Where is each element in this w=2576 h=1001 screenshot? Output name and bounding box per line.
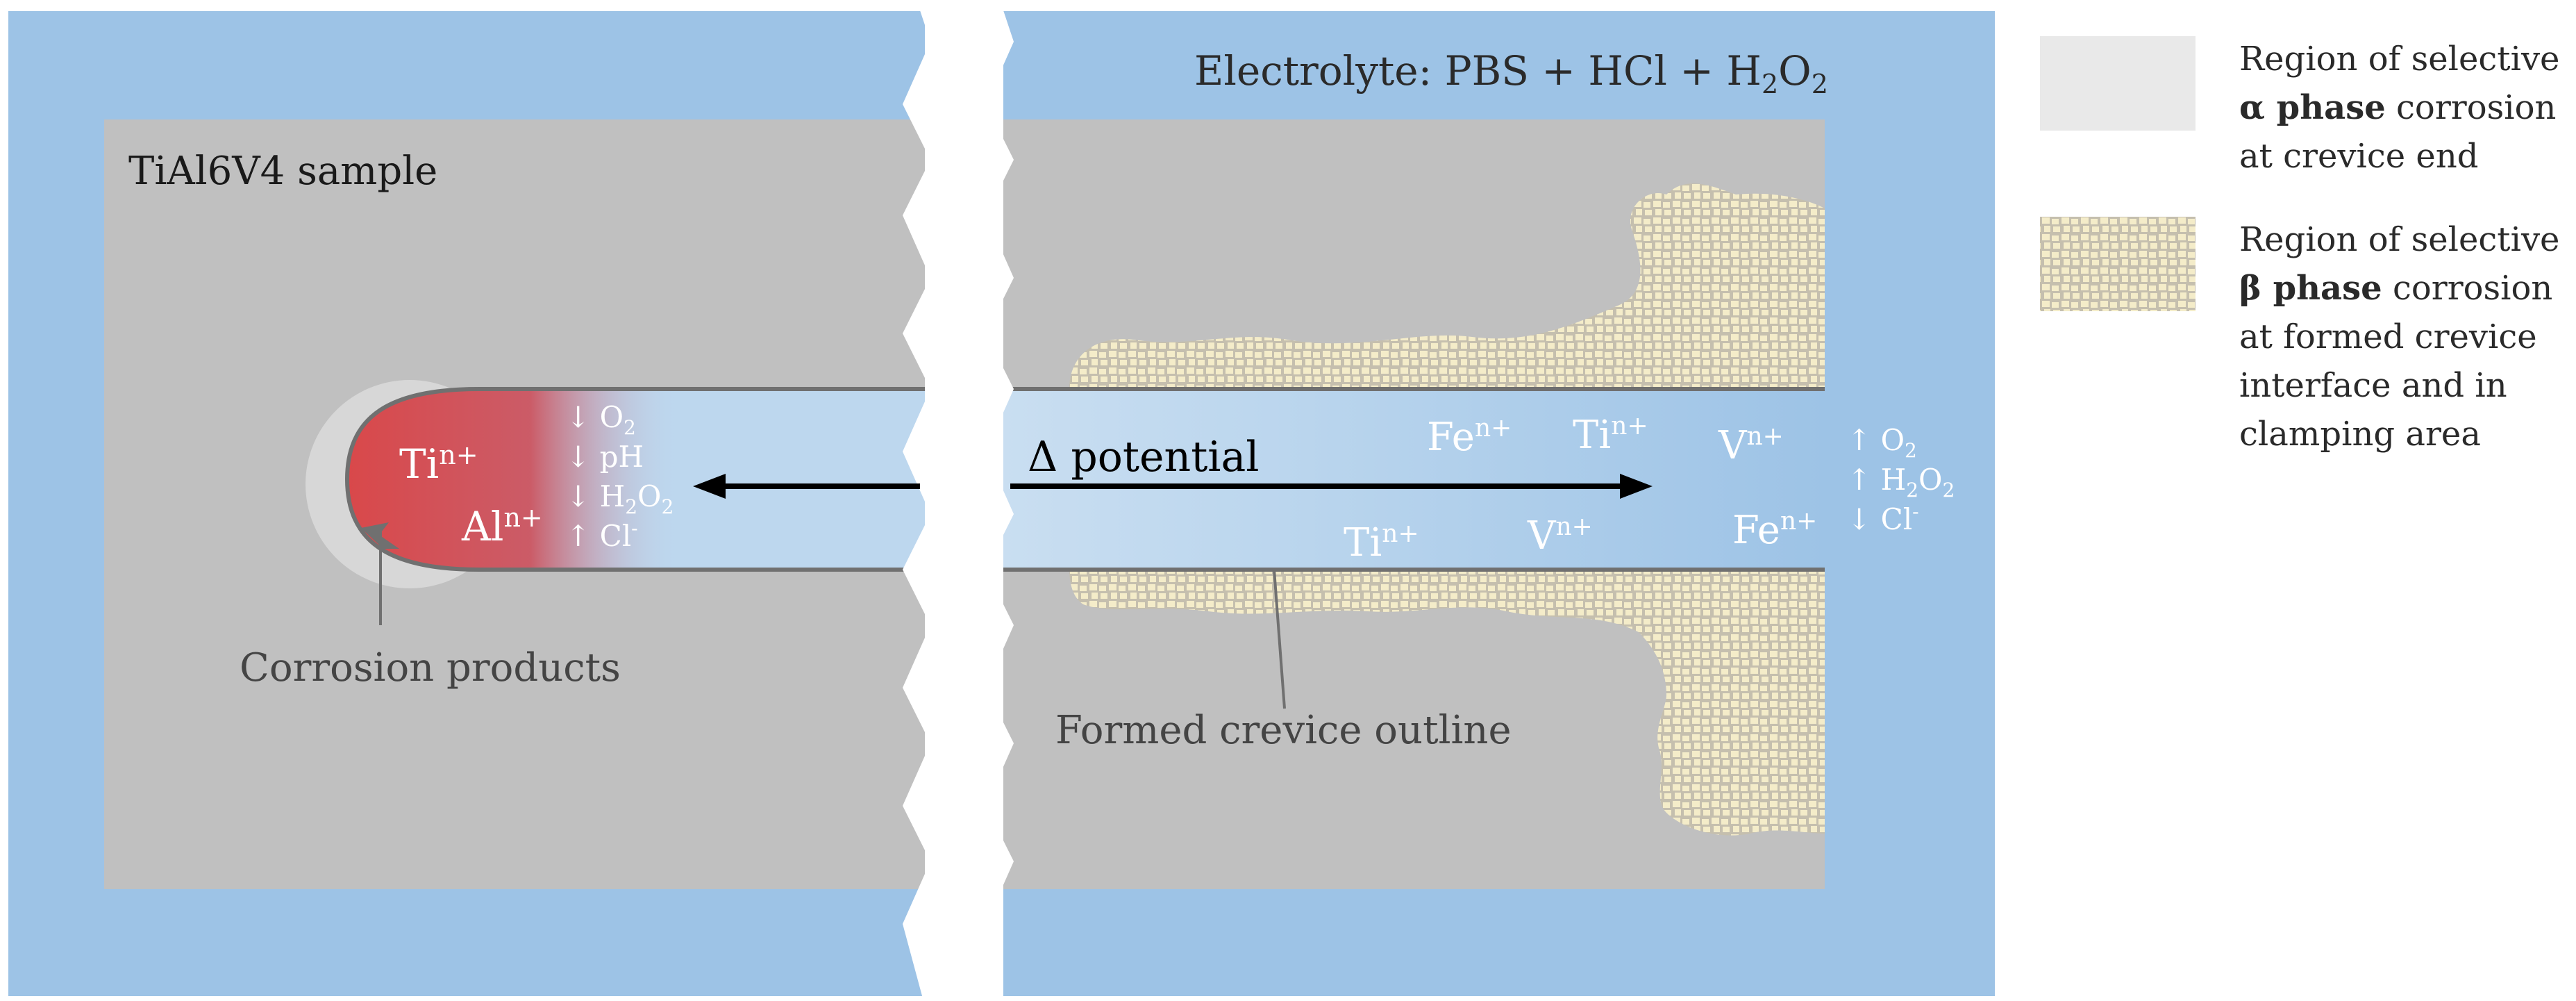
- end-ph: ↓ pH: [566, 440, 644, 474]
- mouth-h2o2: ↑ H2O2: [1847, 463, 1955, 502]
- legend-beta-rest: corrosion: [2382, 269, 2553, 308]
- crevice-end-chemistry: ↓ O2 ↓ pH ↓ H2O2 ↑ Cl-: [566, 400, 674, 553]
- legend-alpha-bold: α phase: [2239, 88, 2386, 127]
- legend-alpha-line3: at crevice end: [2239, 137, 2479, 176]
- ion-al-end: Aln+: [461, 502, 543, 550]
- ion-al-end-sup: n+: [503, 502, 542, 533]
- ion-fe-bottom: Fen+: [1732, 507, 1817, 553]
- legend-alpha-swatch: [2040, 36, 2196, 131]
- legend-beta-line4: interface and in: [2239, 366, 2507, 405]
- ion-al-end-base: Al: [461, 503, 503, 550]
- legend-beta-swatch: [2040, 217, 2196, 311]
- mouth-o2: ↑ O2: [1847, 423, 1917, 462]
- potential-arrow-right-head: [1620, 474, 1653, 499]
- ion-ti-end: Tin+: [399, 440, 478, 488]
- electrolyte-sub2: 2: [1812, 69, 1828, 99]
- crevice-outline-label: Formed crevice outline: [1055, 708, 1512, 753]
- break-band: [903, 0, 1014, 1001]
- crevice-outline-leader: [1273, 569, 1286, 709]
- ion-ti-end-sup: n+: [439, 440, 478, 470]
- end-cl: ↑ Cl-: [566, 517, 638, 553]
- ion-ti-top: Tin+: [1573, 412, 1648, 458]
- legend-beta-line2: β phase corrosion: [2239, 264, 2576, 313]
- ion-v-top: Vn+: [1718, 422, 1784, 468]
- ion-v-bottom: Vn+: [1527, 513, 1593, 559]
- electrolyte-base: O: [1778, 47, 1812, 94]
- mouth-cl: ↓ Cl-: [1847, 500, 1919, 536]
- legend-beta-line3: at formed crevice: [2239, 317, 2537, 356]
- crevice-channel-right: [1003, 390, 1825, 568]
- ion-ti-bottom: Tin+: [1344, 520, 1419, 565]
- corrosion-products-marker: [361, 522, 399, 549]
- legend-alpha-line2: α phase corrosion: [2239, 83, 2576, 132]
- sample-label: TiAl6V4 sample: [128, 149, 437, 194]
- legend-beta-line5: clamping area: [2239, 415, 2481, 454]
- mouth-chemistry: ↑ O2 ↑ H2O2 ↓ Cl-: [1847, 423, 1955, 536]
- potential-label: Δ potential: [1028, 433, 1259, 481]
- electrolyte-sub: 2: [1762, 69, 1778, 99]
- legend-beta-text: Region of selective β phase corrosion at…: [2239, 215, 2576, 458]
- electrolyte-label: Electrolyte: PBS + HCl + H2O2: [1194, 47, 1828, 99]
- legend-alpha-text: Region of selective α phase corrosion at…: [2239, 35, 2576, 181]
- crevice-outline-left: [344, 387, 925, 572]
- end-h2o2: ↓ H2O2: [566, 479, 674, 518]
- end-o2: ↓ O2: [566, 400, 636, 439]
- corrosion-products-label: Corrosion products: [240, 645, 621, 690]
- ion-ti-end-base: Ti: [399, 440, 439, 488]
- legend-alpha-rest: corrosion: [2385, 88, 2557, 127]
- corrosion-zone: [347, 389, 680, 570]
- beta-region-bottom: [1069, 568, 1825, 836]
- electrolyte-prefix: Electrolyte: PBS + HCl + H: [1194, 47, 1762, 94]
- legend-beta-line1: Region of selective: [2239, 220, 2560, 259]
- potential-arrow-left-head: [693, 474, 726, 499]
- beta-region-top: [1069, 183, 1825, 390]
- legend-beta-bold: β phase: [2239, 269, 2382, 308]
- legend-alpha-line1: Region of selective: [2239, 40, 2560, 78]
- ion-fe-top: Fen+: [1427, 414, 1512, 460]
